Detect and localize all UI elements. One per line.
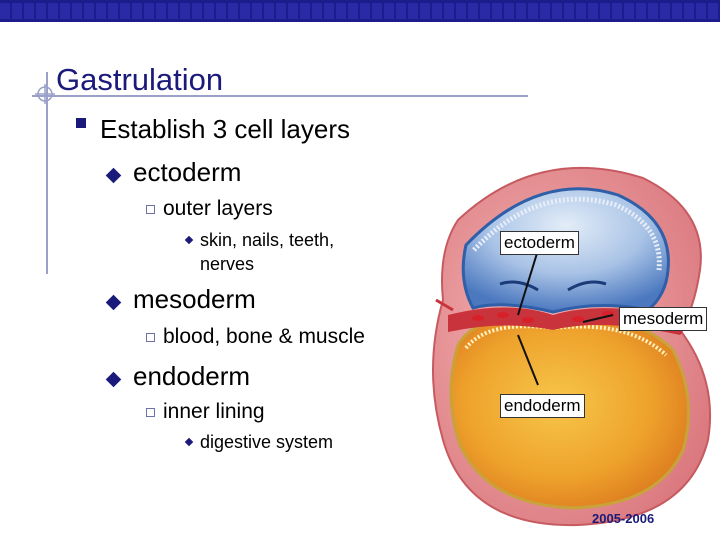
square-bullet-icon (76, 118, 86, 128)
ectoderm-cell-layer (472, 196, 662, 271)
bullet-blood-bone: blood, bone & muscle (163, 325, 365, 348)
bullet-mesoderm: mesoderm (133, 284, 256, 314)
header-pattern (0, 3, 720, 19)
label-mesoderm: mesoderm (619, 307, 708, 331)
footer-year: 2005-2006 (592, 511, 655, 526)
pointer-line (582, 314, 614, 323)
diamond-bullet-icon (105, 294, 122, 311)
small-diamond-bullet-icon (184, 437, 194, 447)
migration-arrow (567, 280, 607, 292)
bullet-ectoderm: ectoderm (133, 157, 242, 187)
migration-arrow (499, 280, 539, 292)
label-ectoderm: ectoderm (500, 231, 579, 255)
square-outline-bullet-icon (146, 408, 155, 417)
header-bar (0, 0, 720, 22)
mesoderm-arrow (435, 298, 454, 312)
square-outline-bullet-icon (146, 333, 155, 342)
gastrulation-diagram (432, 167, 712, 527)
bullet-digestive: digestive system (200, 432, 334, 452)
slide-title: Gastrulation (56, 62, 224, 97)
small-diamond-bullet-icon (184, 235, 194, 245)
pointer-line (517, 334, 539, 386)
vertical-rule (46, 72, 48, 274)
square-outline-bullet-icon (146, 205, 155, 214)
crosshair-icon (35, 84, 55, 104)
bullet-skin-nails-line2: nerves (200, 254, 255, 274)
bullet-endoderm: endoderm (133, 361, 251, 391)
bullet-main: Establish 3 cell layers (100, 114, 350, 144)
bullet-skin-nails-line1: skin, nails, teeth, (200, 230, 335, 250)
diamond-bullet-icon (105, 167, 122, 184)
bullet-outer-layers: outer layers (163, 197, 273, 220)
bullet-inner-lining: inner lining (163, 400, 265, 423)
diamond-bullet-icon (105, 371, 122, 388)
horizontal-rule (32, 95, 528, 97)
pointer-line (517, 249, 539, 316)
label-endoderm: endoderm (500, 394, 585, 418)
